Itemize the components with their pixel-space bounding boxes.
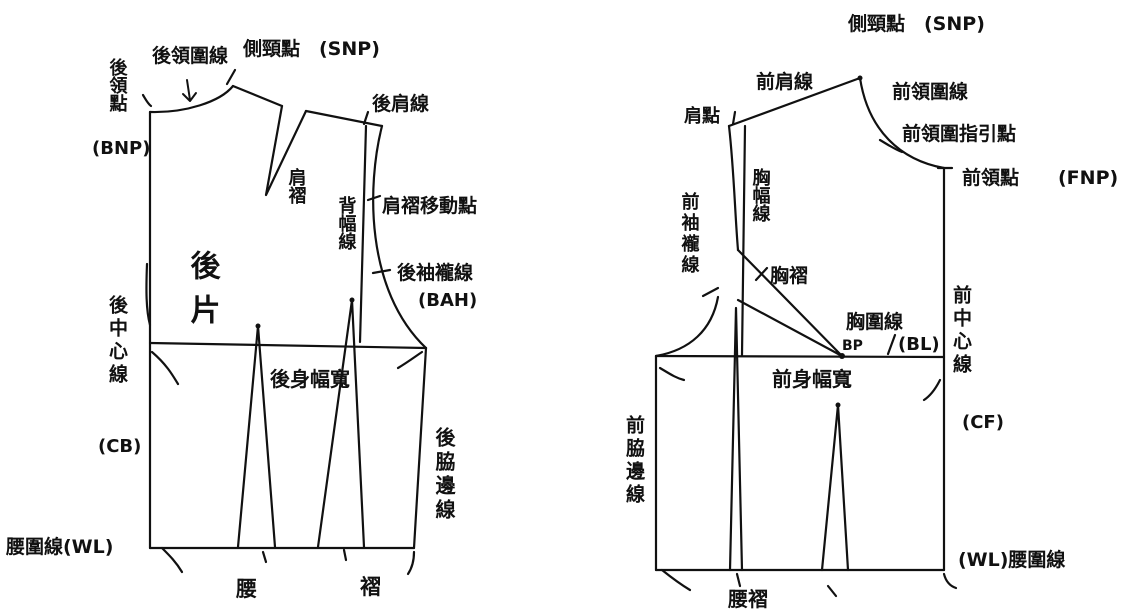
bl-label: (BL): [898, 334, 940, 355]
fnp-code: (FNP): [1058, 167, 1118, 189]
back-bnp-code: (BNP): [92, 138, 150, 159]
dart-move-point-label: 肩褶移動點: [382, 194, 477, 217]
front-waist-line-label: (WL)腰圍線: [958, 548, 1065, 571]
back-dart-point-1: [255, 323, 261, 329]
front-shoulder-line: [727, 76, 862, 128]
back-waist-line-label: 腰圍線(WL): [5, 535, 113, 558]
front-marker-shoulder: [731, 110, 737, 126]
back-marker-dart2: [342, 548, 348, 562]
back-chest-line: [148, 341, 428, 350]
back-bodice: [141, 68, 428, 576]
back-marker-waist-dart: [261, 550, 268, 564]
front-armhole-lower: [654, 295, 720, 358]
front-waist-dart-label: 腰褶: [727, 587, 768, 611]
back-marker-side: [396, 350, 424, 370]
back-shoulder-dart: [264, 104, 308, 197]
front-neckline-curve: [858, 76, 946, 170]
front-body-width-label: 前身幅寬: [772, 367, 852, 391]
front-chest-width-line: [740, 124, 747, 357]
back-marker-snp: [225, 68, 237, 86]
back-waist-label: 腰: [235, 577, 257, 601]
back-waist-dart-2: [316, 298, 366, 549]
front-marker-bustdart: [754, 266, 769, 282]
back-marker-bnp: [141, 93, 153, 108]
front-marker-bl: [886, 333, 897, 356]
back-waist-dart-1: [236, 324, 277, 549]
front-bust-line: [654, 354, 946, 359]
back-marker-cb2: [150, 350, 180, 386]
shoulder-point-label: 肩點: [684, 105, 720, 127]
back-armhole-curve: [372, 124, 428, 350]
front-marker-waist-l: [660, 568, 692, 592]
back-width-line: [358, 124, 368, 344]
front-shoulder-line-label: 前肩線: [756, 70, 813, 93]
back-dart-label: 褶: [360, 575, 381, 599]
front-side-seam-label: 前脇邊線: [623, 414, 645, 507]
back-dart-point-2: [349, 297, 355, 303]
chest-width-line-label: 胸幅線: [750, 167, 771, 223]
back-snp-label: 側頸點 (SNP): [242, 37, 380, 60]
front-armhole-upper: [727, 124, 740, 252]
back-cb-label: (CB): [98, 436, 141, 457]
center-back-label: 後中心線: [106, 294, 128, 387]
bust-line-label: 胸圍線: [846, 310, 903, 333]
back-neckline-curve: [148, 84, 235, 114]
front-marker-waistdart: [735, 572, 742, 588]
back-marker-shoulder: [362, 110, 370, 126]
back-shoulder-dart-label: 肩褶: [286, 167, 307, 205]
cf-label: (CF): [962, 412, 1004, 433]
front-waist-dart-bp: [820, 403, 850, 572]
back-width-line-label: 背幅線: [336, 195, 357, 251]
back-marker-waist-r: [406, 550, 416, 576]
back-shoulder-left: [231, 84, 284, 108]
front-snp-label: 側頸點 (SNP): [847, 12, 985, 35]
back-side-seam-label: 後脇邊線: [432, 426, 456, 523]
front-bp-point: [839, 353, 845, 359]
front-marker-cf: [922, 378, 942, 402]
back-body-width-label: 後身幅寬: [270, 367, 350, 391]
back-side-seam: [412, 346, 428, 550]
front-dart-point: [835, 402, 841, 408]
back-neckline-arrow: [182, 79, 197, 102]
back-bah-label: (BAH): [418, 290, 477, 311]
back-marker-armhole: [371, 268, 392, 275]
bust-dart-label: 胸褶: [770, 264, 808, 287]
back-bnp-label: 後領點: [107, 57, 129, 113]
center-front-label: 前中心線: [950, 284, 972, 377]
front-neck-guide-label: 前領圍指引點: [902, 122, 1016, 145]
front-neckline-label: 前領圍線: [892, 80, 968, 103]
front-marker-waist-r: [942, 572, 958, 590]
back-neckline-label: 後領圍線: [152, 44, 228, 67]
front-marker-side: [658, 366, 686, 382]
bp-label: BP: [842, 338, 863, 354]
back-armhole-label: 後袖襱線: [397, 261, 473, 284]
back-shoulder-line-label: 後肩線: [372, 92, 429, 115]
back-marker-cb: [145, 262, 152, 327]
front-snp-point: [857, 75, 863, 81]
back-marker-dartmove: [366, 194, 382, 202]
fnp-label: 前領點: [962, 166, 1019, 189]
back-shoulder-right: [304, 109, 384, 128]
front-marker-armhole: [701, 286, 720, 298]
front-bodice: [654, 76, 958, 598]
back-marker-waist-l: [160, 546, 184, 574]
front-armhole-label: 前袖襱線: [679, 191, 701, 276]
front-waist-dart-side: [728, 306, 744, 572]
front-marker-bpwaist: [826, 584, 838, 598]
back-main-label: 後片: [185, 250, 221, 338]
front-marker-neck: [878, 138, 904, 154]
